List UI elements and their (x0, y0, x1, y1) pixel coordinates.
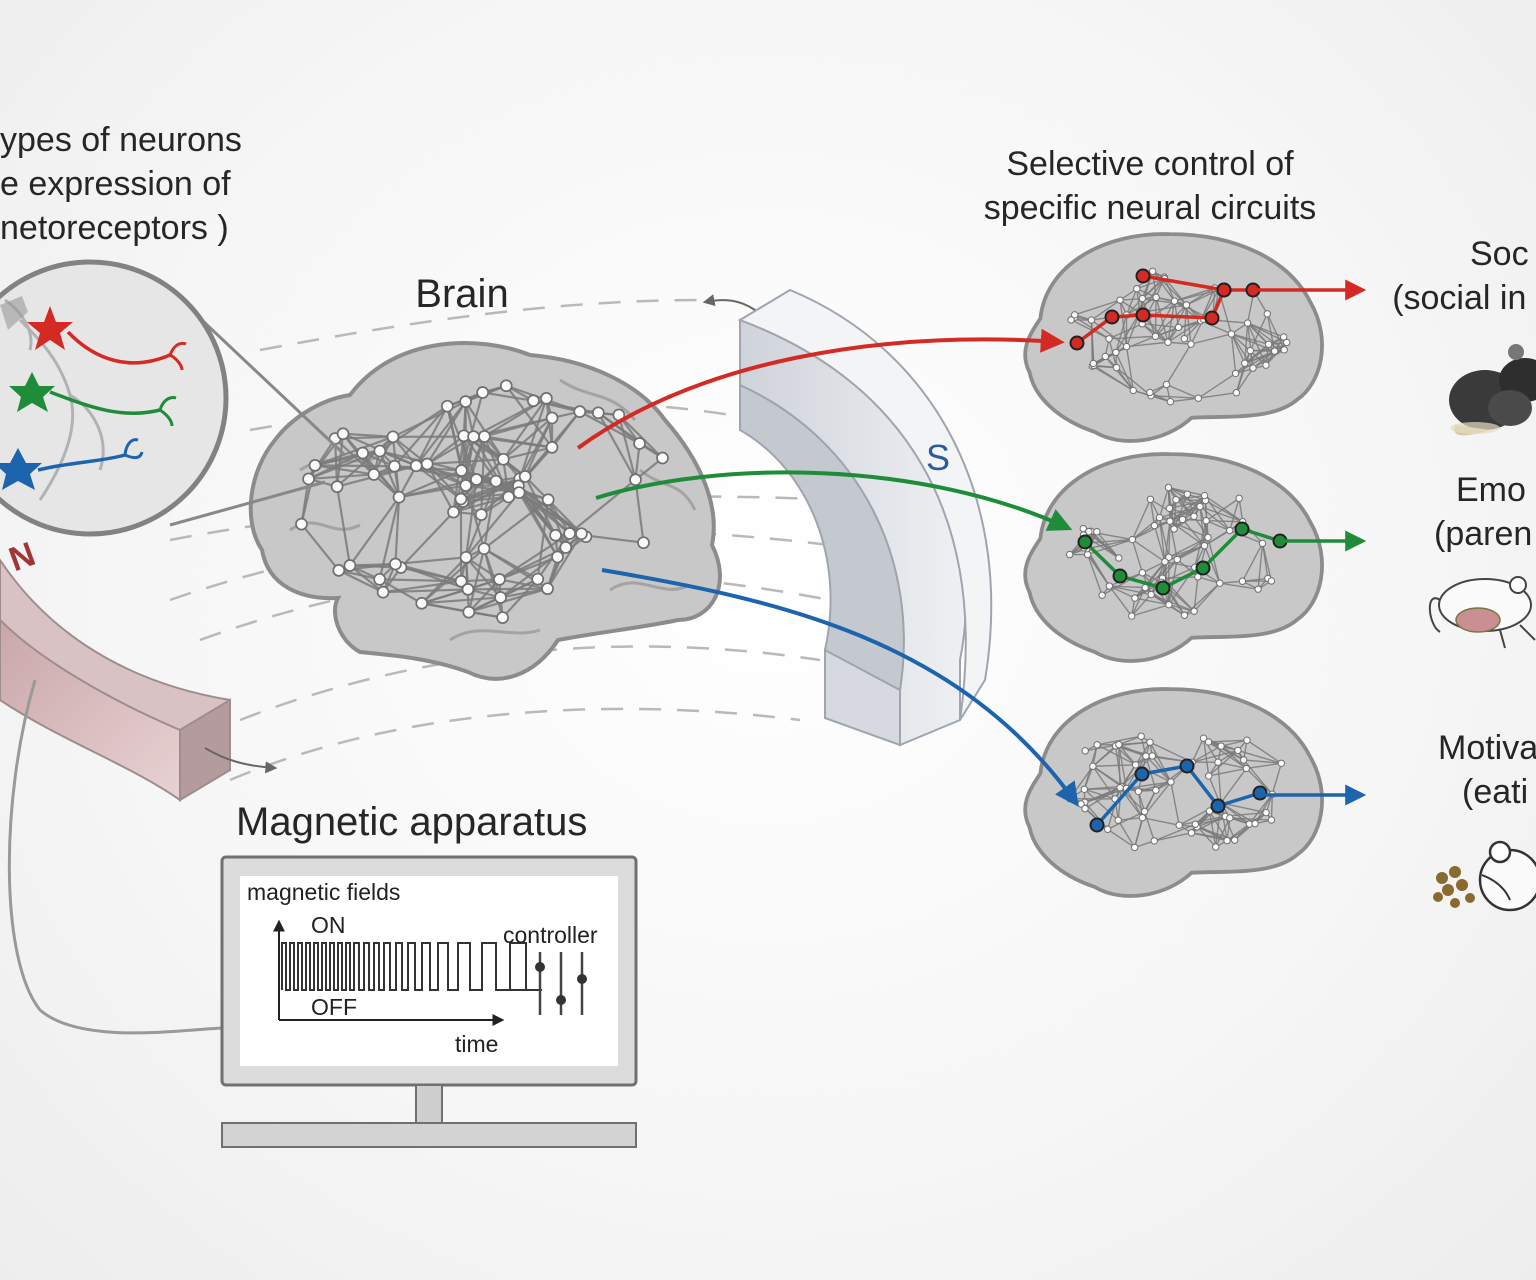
selective-control-caption: Selective control of specific neural cir… (984, 142, 1317, 230)
magnet-south-label: S (926, 437, 951, 478)
behavior-social-line-1: Soc (1470, 235, 1529, 273)
controller-label: controller (503, 922, 598, 948)
two-mice-icon (1449, 344, 1536, 436)
selective-control-line-2: specific neural circuits (983, 189, 1317, 227)
magnetic-fields-label: magnetic fields (247, 879, 401, 905)
motivation-circuit-brain (1023, 687, 1324, 898)
off-label: OFF (311, 994, 357, 1020)
social-circuit-brain-network (1067, 267, 1291, 406)
parent-mouse-pup-icon (1428, 576, 1536, 649)
behavior-motivation-line-2: (eati (1462, 773, 1529, 811)
controller-sliders (535, 952, 587, 1015)
apparatus-cable (7, 679, 223, 1035)
field-plot-axes (273, 919, 505, 1026)
blue-neuron (0, 438, 144, 490)
red-circuit-arrow (576, 328, 1065, 450)
behavior-emotional-line-1: Emo (1456, 471, 1526, 509)
on-label: ON (311, 912, 346, 938)
neuron-types-line-1: ypes of neurons (0, 121, 242, 159)
behavior-emotional-line-2: (paren (1434, 515, 1533, 553)
eating-mouse-icon (1433, 840, 1536, 912)
green-neuron (9, 372, 177, 427)
green-circuit-arrow (595, 470, 1073, 531)
magnet-south-pole (737, 288, 993, 747)
neuron-types-line-2: e expression of (0, 165, 231, 203)
blue-circuit-arrow (601, 568, 1079, 807)
rotation-arrow-top (702, 294, 756, 311)
neuron-types-line-3: netoreceptors ) (0, 209, 229, 247)
emotional-circuit-brain-highlight (1077, 521, 1288, 596)
emotional-circuit-brain-network (1065, 483, 1276, 620)
red-neuron (27, 306, 187, 371)
time-label: time (455, 1031, 499, 1057)
selective-control-line-1: Selective control of (1006, 145, 1294, 183)
neuron-types-caption: ypes of neurons e expression of netorece… (0, 118, 242, 250)
motivation-circuit-brain-highlight (1089, 758, 1268, 833)
apparatus-title: Magnetic apparatus (236, 800, 588, 844)
motivation-circuit-brain-network (1066, 732, 1286, 852)
behavior-motivation-line-1: Motiva (1438, 729, 1536, 767)
behavior-motivation-label: Motiva (eati (1438, 726, 1536, 814)
social-circuit-brain (1023, 232, 1324, 443)
rotation-arrow-bottom (204, 747, 278, 774)
behavior-social-label: Soc (social in (1390, 232, 1529, 320)
zoom-line-bottom (169, 480, 326, 527)
behavior-social-line-2: (social in (1392, 279, 1527, 317)
magnet-north-pole (0, 558, 231, 802)
pulse-train-waveform (281, 942, 542, 991)
main-brain-network (295, 379, 669, 624)
brain-label: Brain (415, 272, 509, 316)
behavior-emotional-label: Emo (paren (1434, 468, 1532, 556)
emotional-circuit-brain (1023, 452, 1324, 663)
